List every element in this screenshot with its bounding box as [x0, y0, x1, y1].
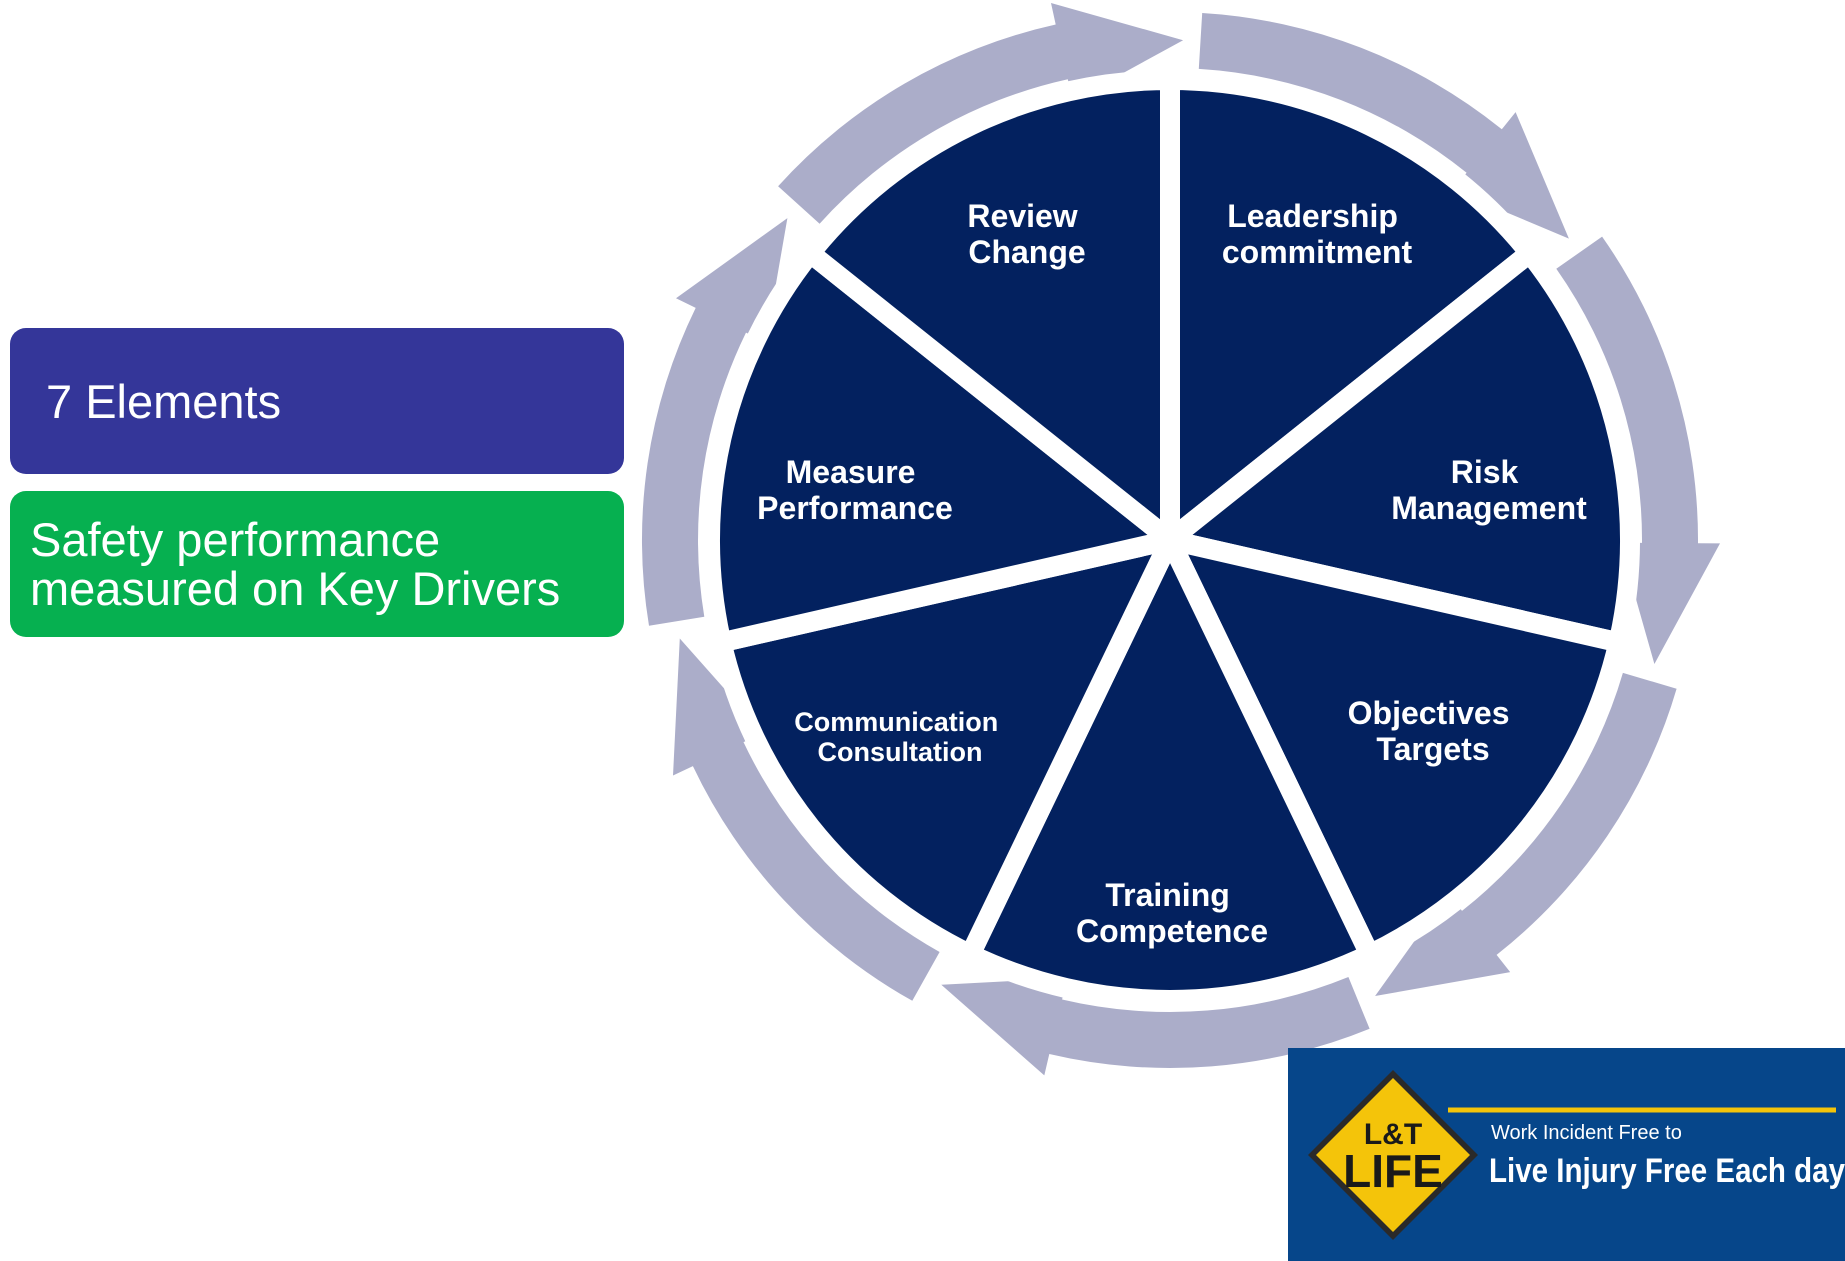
segment-label-communication-line2: Consultation: [818, 737, 983, 767]
segment-label-objectives: Objectives Targets: [1348, 695, 1519, 767]
cycle-arrow-risk: [1556, 236, 1720, 664]
warning-sign-icon: [1316, 1078, 1470, 1232]
segment-label-review-line1: Review: [967, 198, 1077, 234]
lt-life-logo-graphic: L&T LIFE Work Incident Free to Live Inju…: [1288, 1048, 1845, 1261]
segment-label-communication: Communication Consultation: [794, 707, 1006, 767]
elements-label: 7 Elements: [46, 374, 282, 428]
segment-review: [800, 70, 1180, 550]
drivers-line-1: Safety performance: [30, 513, 441, 566]
segment-label-objectives-line2: Targets: [1376, 731, 1489, 767]
segment-label-review: Review Change: [967, 198, 1086, 270]
segment-label-risk: Risk Management: [1391, 454, 1587, 526]
segment-label-measure: Measure Performance: [757, 454, 953, 526]
elements-box: 7 Elements: [10, 328, 624, 474]
lt-life-logo: L&T LIFE Work Incident Free to Live Inju…: [1288, 1048, 1845, 1261]
cycle-arrow-leadership: [1198, 13, 1569, 239]
tagline-small: Work Incident Free to: [1491, 1122, 1682, 1144]
segment-label-measure-line1: Measure: [786, 454, 916, 490]
drivers-line-2: measured on Key Drivers: [30, 562, 561, 615]
segment-label-measure-line2: Performance: [757, 490, 953, 526]
wheel-segments: [699, 70, 1641, 1010]
segment-label-training-line1: Training: [1105, 877, 1229, 913]
segment-label-communication-line1: Communication: [794, 707, 998, 737]
key-drivers-box: Safety performance measured on Key Drive…: [10, 491, 624, 637]
badge-bottom-text: LIFE: [1343, 1145, 1443, 1197]
segment-measure: [699, 243, 1180, 653]
badge-top-text: L&T: [1364, 1118, 1422, 1151]
segment-label-risk-line2: Management: [1391, 490, 1587, 526]
segment-label-training-line2: Competence: [1076, 913, 1268, 949]
segment-label-leadership-line1: Leadership: [1227, 198, 1398, 234]
cycle-arrow-training: [941, 977, 1370, 1076]
cycle-arrow-measure: [641, 218, 788, 626]
segment-training: [960, 530, 1380, 1010]
segment-label-risk-line1: Risk: [1451, 454, 1519, 490]
cycle-arrow-review: [778, 3, 1184, 224]
segment-label-leadership: Leadership commitment: [1222, 198, 1413, 270]
segment-leadership: [1160, 70, 1540, 550]
segment-communication: [711, 530, 1180, 965]
segment-objectives: [1160, 530, 1629, 965]
segment-label-objectives-line1: Objectives: [1348, 695, 1510, 731]
tagline-large: Live Injury Free Each day: [1489, 1152, 1845, 1190]
segment-label-training: Training Competence: [1076, 877, 1268, 949]
segment-label-review-line2: Change: [968, 234, 1085, 270]
segment-label-leadership-line2: commitment: [1222, 234, 1413, 270]
wheel-labels: Leadership commitment Risk Management Ob…: [757, 198, 1587, 949]
segment-risk: [1160, 243, 1641, 653]
